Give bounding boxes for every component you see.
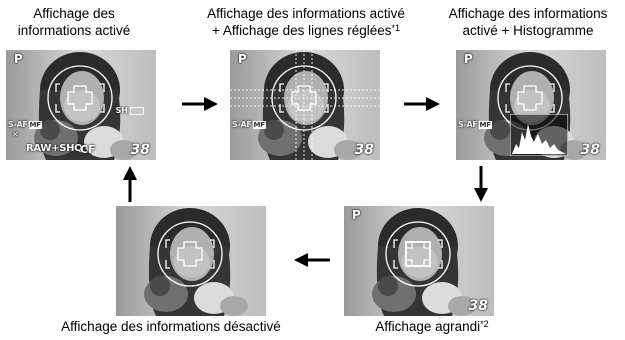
caption-info-grid: Affichage des informations activé + Affi… [207, 6, 405, 38]
magnify-frame [405, 241, 431, 267]
remaining-shots: 38 [354, 142, 374, 158]
sharpness-indicator: SH [116, 106, 144, 115]
flash-icon: ✕ [12, 130, 19, 139]
mode-indicator: P [464, 52, 473, 66]
remaining-shots: 38 [468, 298, 488, 314]
grid-lines [230, 50, 380, 160]
arrow-left-icon [294, 253, 330, 267]
mode-indicator: P [352, 208, 361, 222]
record-quality: RAW+SHQ [26, 143, 83, 154]
arrow-right-icon [182, 97, 218, 111]
remaining-shots: 38 [130, 142, 150, 158]
caption-info-on: Affichage des informations activé [17, 6, 131, 38]
caption-magnified: Affichage agrandi*2 [375, 319, 489, 334]
card-indicator: CF [80, 143, 96, 156]
arrow-down-icon [474, 166, 488, 202]
mode-indicator: P [14, 52, 23, 66]
histogram [510, 114, 568, 156]
arrow-right-icon [404, 97, 440, 111]
screen-magnified: P 38 [344, 206, 494, 316]
caption-info-off: Affichage des informations désactivé [61, 319, 281, 334]
arrow-up-icon [123, 166, 137, 202]
remaining-shots: 38 [580, 142, 600, 158]
caption-info-histogram: Affichage des informations activé + Hist… [448, 6, 608, 38]
screen-info-off [116, 206, 266, 316]
mode-indicator: P [238, 52, 247, 66]
